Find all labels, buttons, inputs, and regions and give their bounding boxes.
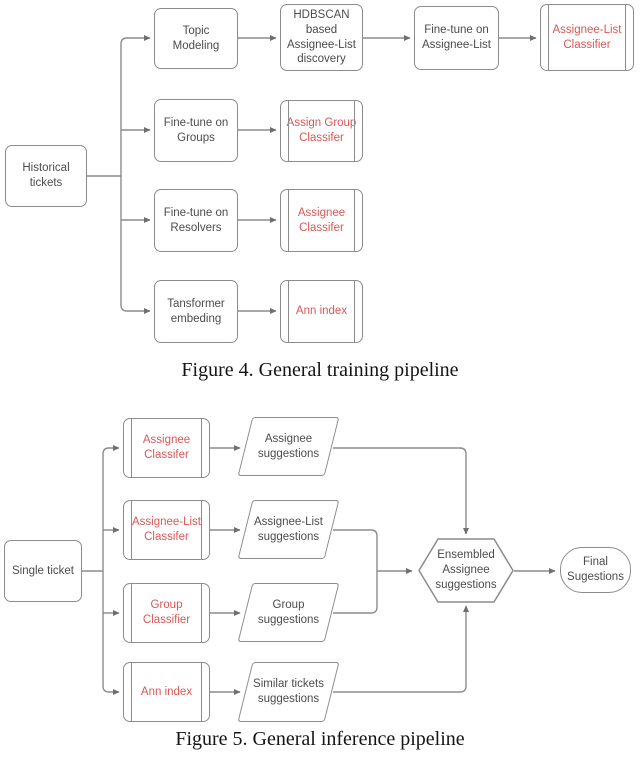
node-finetune-resolvers: Fine-tune on Resolvers [154,189,238,252]
node-label: Fine-tune on Groups [163,116,229,144]
fig5-caption: Figure 5. General inference pipeline [175,728,465,750]
node-label: Assignee Classifer [297,206,346,234]
node-group-classifier: Group Classifier [123,583,210,643]
node-label: Ann index [140,685,193,698]
node-label: Historical tickets [22,162,70,189]
node-assignee-list-classifer: Assignee-List Classifer [123,500,210,560]
node-single-ticket: Single ticket [4,540,82,602]
node-label: Tansformer embeding [167,297,225,325]
node-assignee-classifer: Assignee Classifer [123,418,210,478]
node-label: Assignee-List Classifer [131,516,202,543]
node-label: Fine-tune on Assignee-List [421,24,492,51]
node-label: Ann index [295,305,348,318]
node-group-suggestions: Group suggestions [237,583,340,642]
node-label: Group Classifier [142,599,191,626]
node-assignee-list-suggestions: Assignee-List suggestions [237,500,340,559]
node-label: Assignee-List Classifier [552,23,622,51]
node-ensembled-assignee-suggestions: Ensembled Assignee suggestions [418,538,514,603]
fig4-connectors [87,35,537,314]
node-topic-modeling: Topic Modeling [154,8,238,69]
node-label: Single ticket [11,564,74,577]
node-finetune-assignee-list: Fine-tune on Assignee-List [414,6,499,70]
node-assign-group-classifer: Assign Group Classifer [280,100,363,162]
node-assignee-classifer: Assignee Classifer [280,189,363,252]
node-label: Assign Group Classifer [286,117,357,144]
node-label: Assignee-List suggestions [253,515,324,543]
node-assignee-list-classifier: Assignee-List Classifier [540,4,634,71]
node-historical-tickets: Historical tickets [5,145,87,207]
figure5-inference-pipeline: Single ticket Assignee Classifer Assigne… [0,392,640,758]
node-assignee-suggestions: Assignee suggestions [237,417,340,476]
node-ann-index: Ann index [280,280,363,343]
node-label: Ensembled Assignee suggestions [435,549,497,591]
node-label: Topic Modeling [172,24,220,52]
node-label: Group suggestions [257,598,320,626]
node-transformer-embeding: Tansformer embeding [154,280,238,343]
node-hdbscan-discovery: HDBSCAN based Assignee-List discovery [280,4,363,71]
node-label: Similar tickets suggestions [253,678,324,705]
node-label: Fine-tune on Resolvers [163,206,229,234]
node-similar-tickets-suggestions: Similar tickets suggestions [237,662,340,722]
node-label: HDBSCAN based Assignee-List discovery [286,9,357,66]
node-label: Assignee suggestions [257,432,320,460]
node-label: Final Sugestions [567,556,624,583]
fig4-caption: Figure 4. General training pipeline [181,359,459,381]
node-ann-index: Ann index [123,662,210,722]
node-finetune-groups: Fine-tune on Groups [154,99,238,162]
figure4-training-pipeline: Historical tickets Topic Modeling HDBSCA… [5,4,634,381]
node-label: Assignee Classifer [142,434,191,461]
hexagon-shape [418,538,514,603]
fig5-connectors [82,445,556,695]
node-final-sugestions: Final Sugestions [560,547,631,593]
